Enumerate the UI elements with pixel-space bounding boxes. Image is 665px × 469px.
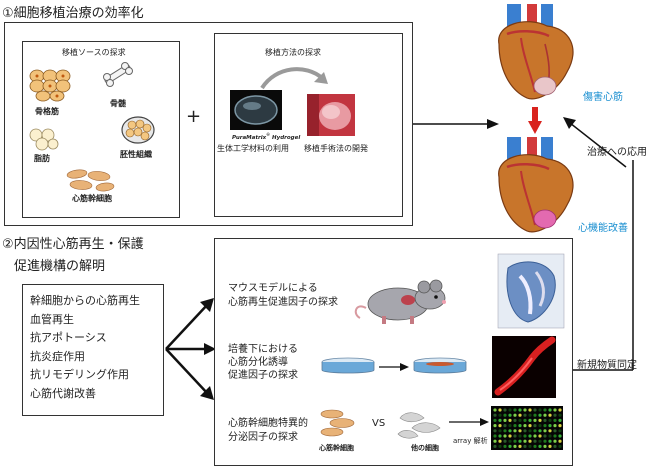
skeletal-muscle-label: 骨格筋	[35, 107, 59, 116]
improvement-arrow	[528, 107, 542, 134]
fat-label: 脂肪	[34, 154, 50, 163]
puramatrix-name: PuraMatrix	[232, 134, 267, 141]
damaged-myocardium-label: 傷害心筋	[583, 92, 623, 103]
fat-cells-icon	[29, 128, 59, 151]
cardiac-stem-cells-icon	[66, 169, 115, 192]
mechanism-item: 抗炎症作用	[30, 349, 85, 363]
mechanisms-box	[22, 284, 164, 416]
section2-title-line2: 促進機構の解明	[14, 259, 106, 274]
plus-sign: +	[186, 106, 202, 127]
array-arrow	[449, 418, 489, 426]
cardiac-stem-cell-label: 心筋幹細胞	[72, 194, 112, 203]
puramatrix-label: PuraMatrix® Hydrogel	[232, 132, 300, 141]
mechanism-item: 心筋代謝改善	[30, 386, 96, 400]
culture-dish-right	[413, 357, 467, 374]
cardiac-stem-cells-small-icon	[320, 409, 355, 437]
section2-title-line1: ②内因性心筋再生・保護	[2, 237, 144, 252]
skeletal-muscle-icon	[29, 69, 71, 102]
differentiated-cardiomyocyte-image	[492, 336, 556, 398]
mouse-research-line2: 心筋再生促進因子の探求	[228, 297, 338, 308]
registered-mark: ®	[266, 132, 271, 137]
mechanisms-list: 幹細胞からの心筋再生 血管再生 抗アポトーシス 抗炎症作用 抗リモデリング作用 …	[30, 292, 140, 403]
culture-research-line2: 心筋分化誘導	[228, 357, 288, 368]
curved-arrow-icon	[260, 67, 328, 90]
clinical-application-arrow	[563, 117, 627, 168]
array-analysis-label: array 解析	[453, 437, 488, 445]
microarray-image	[491, 406, 563, 450]
mouse-research-line1: マウスモデルによる	[228, 283, 318, 294]
mechanism-item: 抗アポトーシス	[30, 331, 107, 344]
other-cells-label: 他の細胞	[411, 444, 439, 452]
embryonic-tissue-label: 胚性組織	[120, 150, 152, 159]
feedback-line	[573, 160, 634, 371]
mechanism-item: 血管再生	[30, 312, 74, 326]
clinical-application-label: 治療への応用	[587, 147, 647, 158]
culture-research-line1: 培養下における	[228, 344, 298, 355]
secretion-research-line1: 心筋幹細胞特異的	[228, 418, 308, 429]
cardiac-stem-cell-small-label: 心筋幹細胞	[319, 444, 354, 452]
research-arrows	[165, 298, 216, 400]
secretion-research-line2: 分泌因子の探求	[228, 432, 298, 443]
to-heart-arrow	[413, 119, 499, 129]
damaged-heart-image	[498, 4, 574, 100]
surgery-photo	[307, 94, 355, 136]
mouse-icon	[354, 279, 446, 324]
culture-dish-left	[321, 357, 375, 374]
heart-section-histology	[497, 253, 565, 329]
section1-title: ①細胞移植治療の効率化	[2, 6, 144, 21]
bone-marrow-label: 骨髄	[110, 99, 126, 108]
hydrogel-name: Hydrogel	[270, 134, 301, 141]
vs-label: VS	[372, 418, 386, 429]
transplant-methods-header: 移植方法の探求	[265, 48, 321, 57]
other-cells-icon	[397, 412, 441, 439]
improved-function-label: 心機能改善	[578, 223, 628, 234]
mechanism-item: 幹細胞からの心筋再生	[30, 294, 140, 307]
bone-icon	[103, 62, 133, 87]
culture-research-line3: 促進因子の探求	[228, 370, 298, 381]
hydrogel-dish-photo	[230, 90, 282, 130]
transplant-sources-header: 移植ソースの探求	[62, 48, 126, 57]
improved-heart-image	[498, 137, 574, 233]
mechanism-item: 抗リモデリング作用	[30, 368, 129, 381]
embryonic-tissue-icon	[121, 116, 155, 144]
culture-arrow	[379, 363, 409, 371]
new-substance-label: 新規物質同定	[577, 360, 637, 371]
surgery-caption: 移植手術法の開発	[304, 144, 368, 153]
biomaterial-caption: 生体工学材料の利用	[217, 144, 289, 153]
